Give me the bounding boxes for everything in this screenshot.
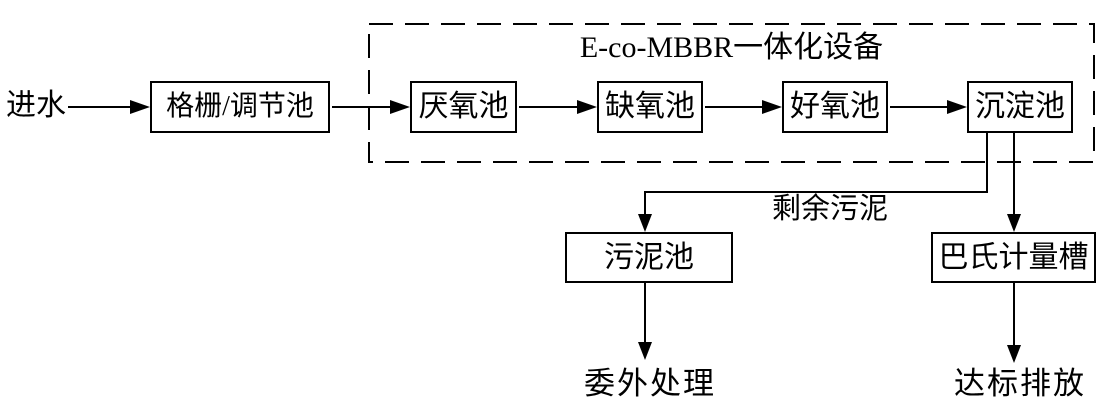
mbbr-unit-dashed-frame <box>368 23 1095 163</box>
aerobic-tank-label: 好氧池 <box>790 90 880 123</box>
sludge-branch-line <box>986 133 988 193</box>
excess-sludge-label: 剩余污泥 <box>772 193 889 225</box>
sedimentation-tank-box: 沉淀池 <box>967 81 1073 133</box>
connector-line <box>68 106 132 108</box>
arrowhead-right-icon <box>947 100 967 114</box>
discharge-arrow-line <box>1013 283 1015 345</box>
arrowhead-down-icon <box>1007 345 1021 363</box>
sedimentation-tank-label: 沉淀池 <box>975 90 1065 123</box>
effluent-branch-line <box>1013 133 1015 214</box>
anaerobic-tank-label: 厌氧池 <box>418 90 509 123</box>
arrowhead-right-icon <box>390 100 410 114</box>
arrowhead-down-icon <box>638 214 652 232</box>
influent-label: 进水 <box>6 89 66 122</box>
sludge-branch-line <box>644 191 646 214</box>
anoxic-tank-label: 缺氧池 <box>605 90 695 123</box>
arrowhead-right-icon <box>130 100 150 114</box>
connector-line <box>332 106 392 108</box>
pretreatment-box: 格栅/调节池 <box>150 81 330 133</box>
connector-line <box>519 106 579 108</box>
arrowhead-down-icon <box>1007 214 1021 232</box>
outsourced-arrow-line <box>644 283 646 342</box>
anaerobic-tank-box: 厌氧池 <box>410 81 517 133</box>
sludge-tank-label: 污泥池 <box>604 240 694 274</box>
pretreatment-box-label: 格栅/调节池 <box>166 91 314 122</box>
connector-line <box>705 106 764 108</box>
arrowhead-right-icon <box>762 100 782 114</box>
anoxic-tank-box: 缺氧池 <box>597 81 703 133</box>
compliant-discharge-label: 达标排放 <box>954 366 1086 401</box>
connector-line <box>890 106 949 108</box>
aerobic-tank-box: 好氧池 <box>782 81 888 133</box>
mbbr-unit-title: E-co-MBBR一体化设备 <box>579 31 884 64</box>
parshall-flume-label: 巴氏计量槽 <box>938 240 1089 274</box>
outsourced-treatment-label: 委外处理 <box>584 366 716 401</box>
parshall-flume-box: 巴氏计量槽 <box>931 232 1096 283</box>
arrowhead-right-icon <box>577 100 597 114</box>
sludge-tank-box: 污泥池 <box>565 232 733 283</box>
arrowhead-down-icon <box>638 342 652 360</box>
sludge-branch-line <box>644 191 988 193</box>
